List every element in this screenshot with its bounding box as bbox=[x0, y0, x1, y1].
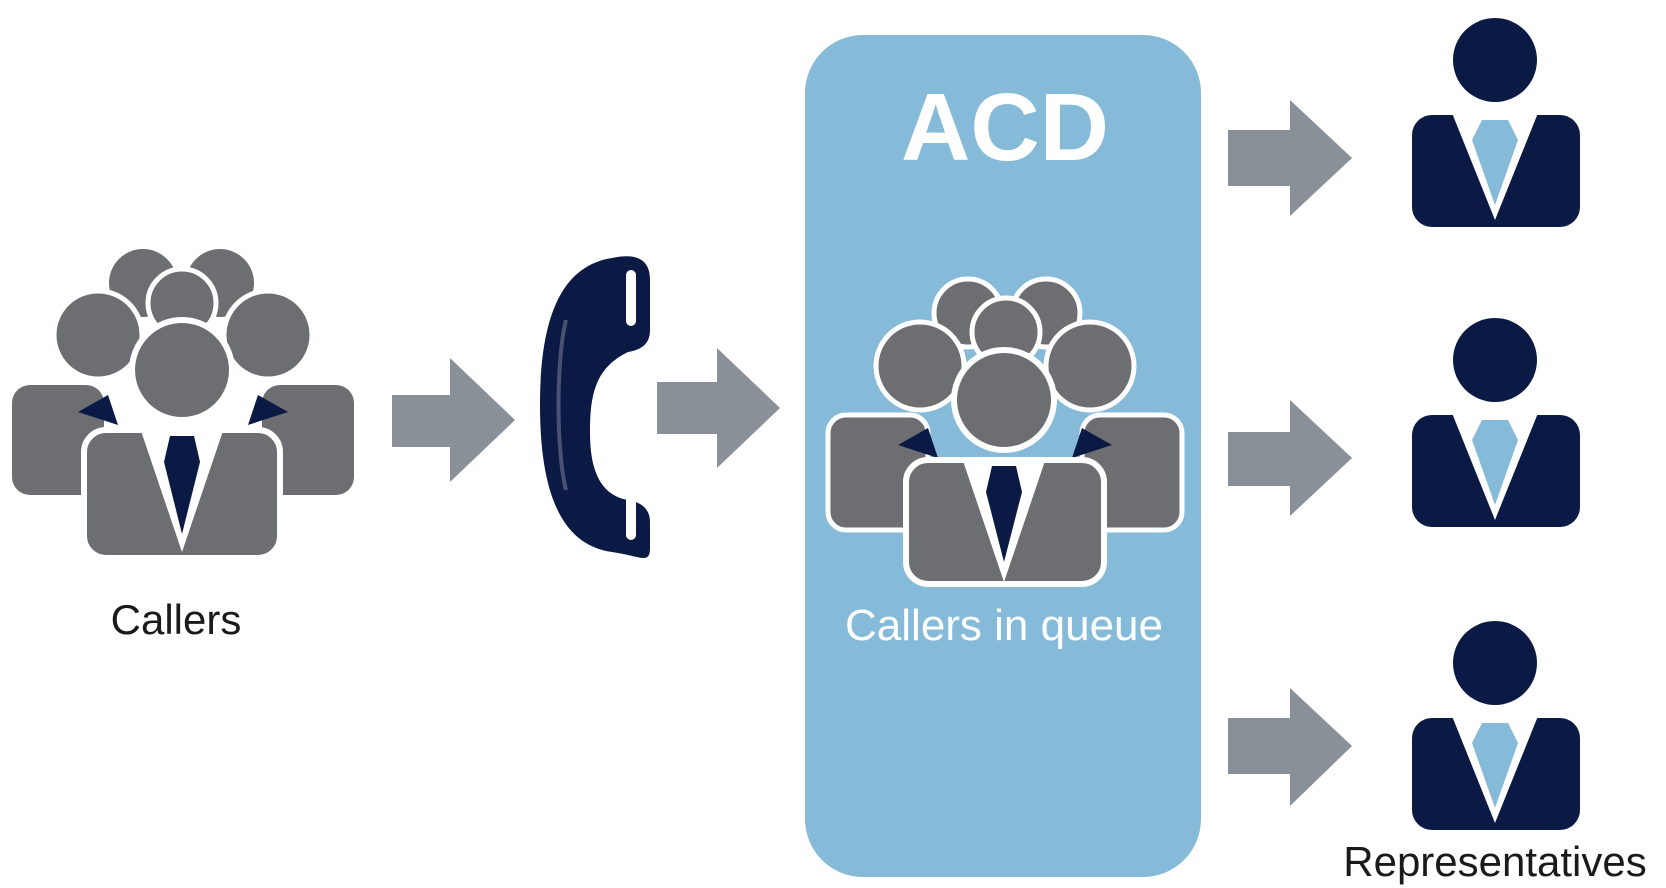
callers-group-icon bbox=[12, 249, 354, 561]
queue-group-icon bbox=[825, 276, 1185, 587]
representative-icon bbox=[1412, 621, 1580, 830]
callers-label: Callers bbox=[111, 596, 242, 643]
right-arrow-icon bbox=[392, 358, 515, 482]
acd-panel bbox=[805, 35, 1201, 877]
representatives-label: Representatives bbox=[1343, 838, 1647, 885]
right-arrow-icon bbox=[1228, 100, 1352, 216]
right-arrow-icon bbox=[1228, 688, 1352, 806]
acd-title: ACD bbox=[901, 74, 1109, 181]
right-arrow-icon bbox=[1228, 400, 1352, 516]
representative-icon bbox=[1412, 18, 1580, 227]
telephone-handset-icon bbox=[540, 256, 650, 558]
representative-icon bbox=[1412, 318, 1580, 527]
queue-label: Callers in queue bbox=[845, 601, 1163, 650]
right-arrow-icon bbox=[657, 348, 780, 468]
